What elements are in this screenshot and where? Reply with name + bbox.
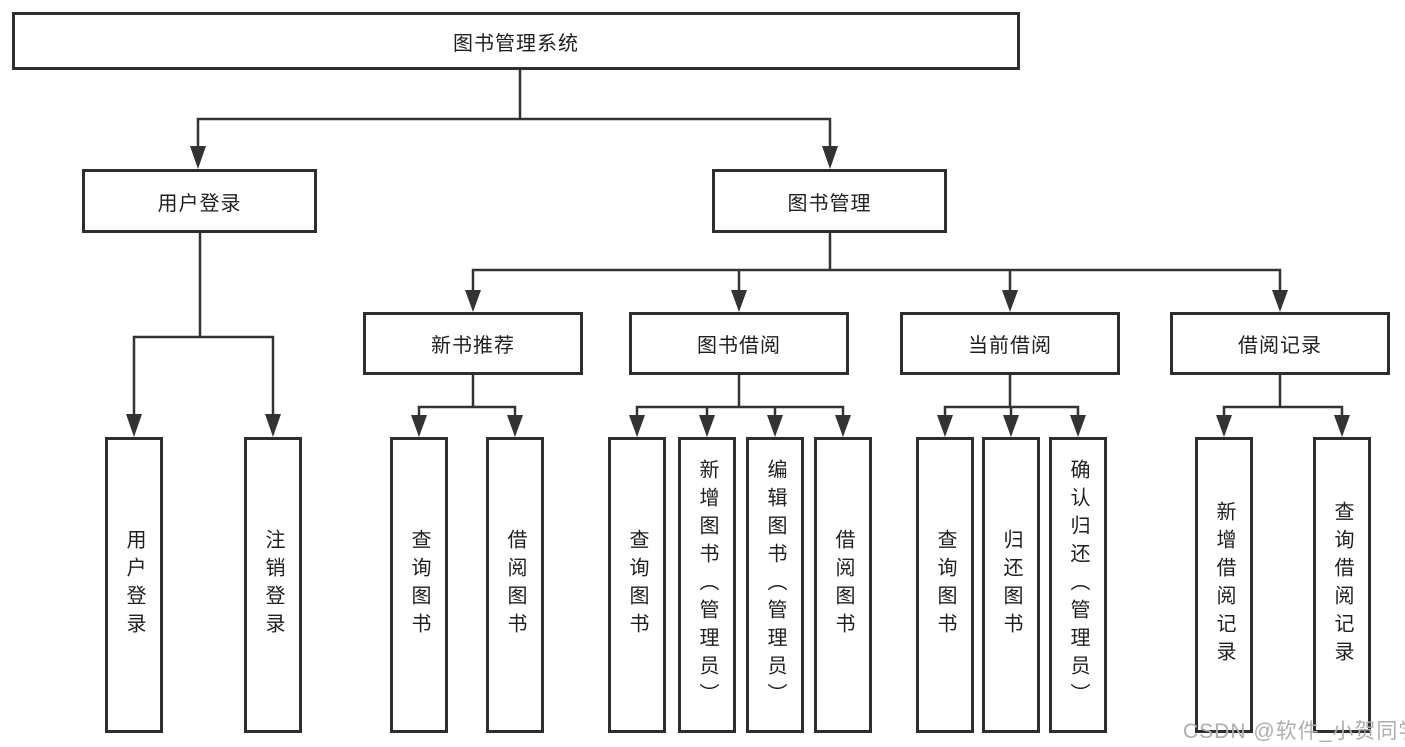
node-label: 查询借阅记录 xyxy=(1331,501,1353,669)
node-user-login: 用户登录 xyxy=(82,169,317,233)
node-label: 新增图书（管理员） xyxy=(696,459,718,711)
node-label: 新增借阅记录 xyxy=(1213,501,1235,669)
node-borrowing-records: 借阅记录 xyxy=(1170,312,1390,375)
leaf-add-books-admin: 新增图书（管理员） xyxy=(678,437,736,733)
node-label: 查询图书 xyxy=(934,529,956,641)
leaf-confirm-return-admin: 确认归还（管理员） xyxy=(1049,437,1107,733)
node-label: 编辑图书（管理员） xyxy=(764,459,786,711)
node-label: 图书管理系统 xyxy=(453,32,579,55)
node-label: 用户登录 xyxy=(123,529,145,641)
node-label: 注销登录 xyxy=(262,529,284,641)
node-label: 新书推荐 xyxy=(431,335,515,357)
node-label: 借阅图书 xyxy=(832,529,854,641)
csdn-watermark: CSDN @软件_小贺同学 xyxy=(1183,720,1405,743)
node-label: 确认归还（管理员） xyxy=(1067,459,1089,711)
node-label: 用户登录 xyxy=(157,192,242,215)
leaf-edit-books-admin: 编辑图书（管理员） xyxy=(746,437,804,733)
leaf-query-borrow-record: 查询借阅记录 xyxy=(1313,437,1371,733)
node-book-borrowing: 图书借阅 xyxy=(629,312,849,375)
leaf-logout: 注销登录 xyxy=(244,437,302,733)
node-label: 当前借阅 xyxy=(968,335,1052,357)
node-label: 借阅图书 xyxy=(504,529,526,641)
node-label: 查询图书 xyxy=(408,529,430,641)
leaf-return-books: 归还图书 xyxy=(982,437,1040,733)
leaf-query-books-recommend: 查询图书 xyxy=(390,437,448,733)
leaf-query-books-current: 查询图书 xyxy=(916,437,974,733)
node-current-borrowing: 当前借阅 xyxy=(900,312,1120,375)
leaf-add-borrow-record: 新增借阅记录 xyxy=(1195,437,1253,733)
node-book-management: 图书管理 xyxy=(712,169,947,233)
node-label: 归还图书 xyxy=(1000,529,1022,641)
leaf-borrow-books-recommend: 借阅图书 xyxy=(486,437,544,733)
leaf-borrow-books: 借阅图书 xyxy=(814,437,872,733)
node-label: 图书借阅 xyxy=(697,335,781,357)
node-label: 借阅记录 xyxy=(1238,335,1322,357)
leaf-query-books-borrow: 查询图书 xyxy=(608,437,666,733)
node-label: 图书管理 xyxy=(787,192,872,215)
node-root-library-system: 图书管理系统 xyxy=(12,12,1020,70)
node-label: 查询图书 xyxy=(626,529,648,641)
node-new-book-recommendation: 新书推荐 xyxy=(363,312,583,375)
arrowheads xyxy=(126,146,1350,437)
leaf-user-login: 用户登录 xyxy=(105,437,163,733)
